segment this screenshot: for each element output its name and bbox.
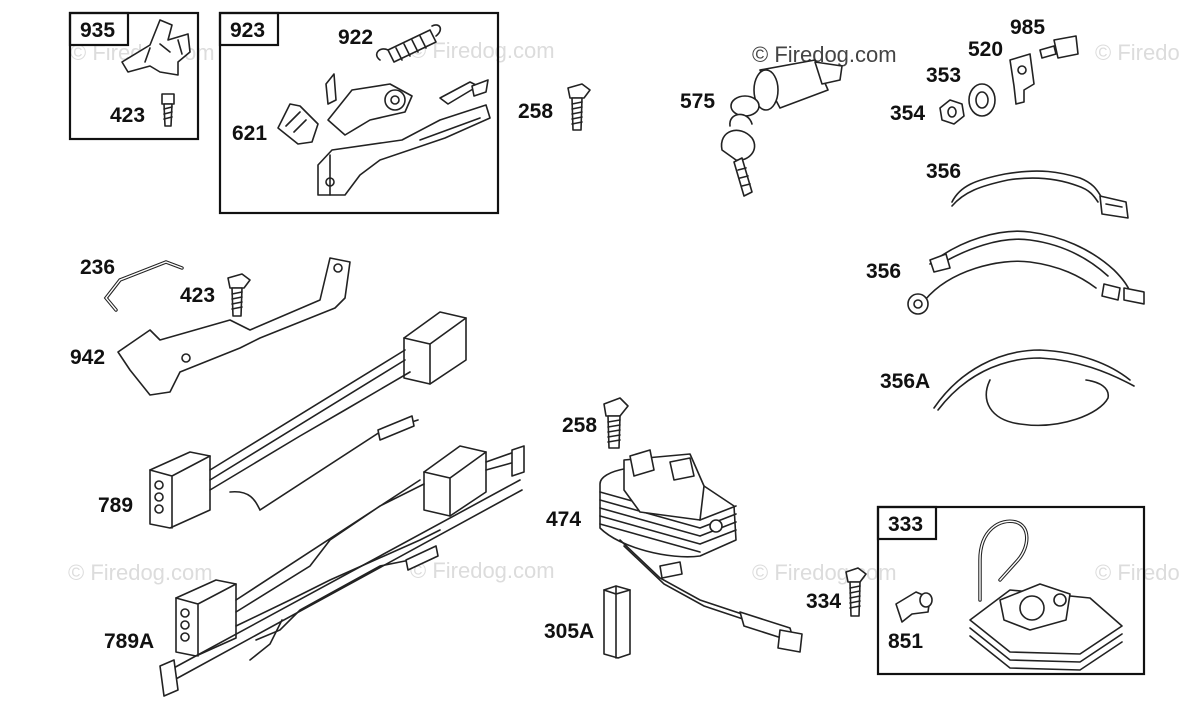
part-334-screw bbox=[845, 567, 867, 617]
part-851-cap bbox=[895, 591, 933, 623]
part-942-bracket bbox=[117, 257, 351, 396]
part-789A-harness bbox=[159, 445, 525, 697]
label-305A: 305A bbox=[544, 620, 594, 643]
label-334: 334 bbox=[806, 590, 841, 613]
watermark: © Firedog.com bbox=[1095, 40, 1180, 65]
label-789A: 789A bbox=[104, 630, 154, 653]
part-354-nut bbox=[939, 99, 965, 125]
part-985-terminal bbox=[1039, 35, 1079, 59]
label-353: 353 bbox=[926, 64, 961, 87]
label-621: 621 bbox=[232, 122, 267, 145]
part-520-bracket bbox=[1009, 53, 1035, 105]
label-922: 922 bbox=[338, 26, 373, 49]
label-520: 520 bbox=[968, 38, 1003, 61]
group-333: 333 bbox=[876, 505, 1146, 676]
label-354: 354 bbox=[890, 102, 925, 125]
part-258-bolt-top bbox=[567, 83, 591, 131]
label-575: 575 bbox=[680, 90, 715, 113]
watermarks: © Firedog.com © Firedog.com © Firedog.co… bbox=[68, 38, 1180, 585]
group-923: 923 bbox=[218, 11, 500, 215]
label-258-lower: 258 bbox=[562, 414, 597, 437]
group-935: 935 bbox=[68, 11, 200, 141]
watermark: © Firedog.com bbox=[68, 560, 213, 585]
part-789-harness bbox=[149, 311, 467, 529]
label-236: 236 bbox=[80, 256, 115, 279]
part-333-coil bbox=[969, 519, 1123, 671]
part-923-governor bbox=[317, 73, 491, 196]
part-305A-spacer bbox=[603, 585, 631, 659]
part-labels: 423 922 621 258 575 985 520 353 354 356 … bbox=[70, 16, 1045, 653]
label-474: 474 bbox=[546, 508, 581, 531]
part-356-wire-mid bbox=[907, 230, 1145, 315]
part-935-bracket bbox=[121, 19, 191, 76]
label-356-top: 356 bbox=[926, 160, 961, 183]
watermark: © Firedog.com bbox=[752, 560, 897, 585]
label-423-mid: 423 bbox=[180, 284, 215, 307]
part-356A-wire bbox=[933, 349, 1135, 427]
label-356-mid: 356 bbox=[866, 260, 901, 283]
part-423-screw bbox=[161, 93, 175, 127]
watermark: © Firedog.com bbox=[410, 558, 555, 583]
group-333-label: 333 bbox=[888, 513, 923, 536]
part-423-bolt-mid bbox=[227, 273, 251, 317]
label-942: 942 bbox=[70, 346, 105, 369]
part-575-key-switch bbox=[720, 59, 843, 197]
part-353-lockwasher bbox=[968, 83, 996, 117]
label-423-top: 423 bbox=[110, 104, 145, 127]
label-258-top: 258 bbox=[518, 100, 553, 123]
part-356-wire-top bbox=[951, 170, 1129, 219]
watermark: © Firedog.com bbox=[1095, 560, 1180, 585]
label-985: 985 bbox=[1010, 16, 1045, 39]
group-923-label: 923 bbox=[230, 19, 265, 42]
part-621-clip bbox=[277, 103, 319, 145]
label-789: 789 bbox=[98, 494, 133, 517]
part-922-spring bbox=[375, 24, 442, 63]
part-236-rod bbox=[103, 260, 184, 312]
group-935-label: 935 bbox=[80, 19, 115, 42]
part-474-armature bbox=[599, 449, 803, 653]
label-851: 851 bbox=[888, 630, 923, 653]
label-356A: 356A bbox=[880, 370, 930, 393]
part-258-bolt-lower bbox=[603, 397, 629, 449]
